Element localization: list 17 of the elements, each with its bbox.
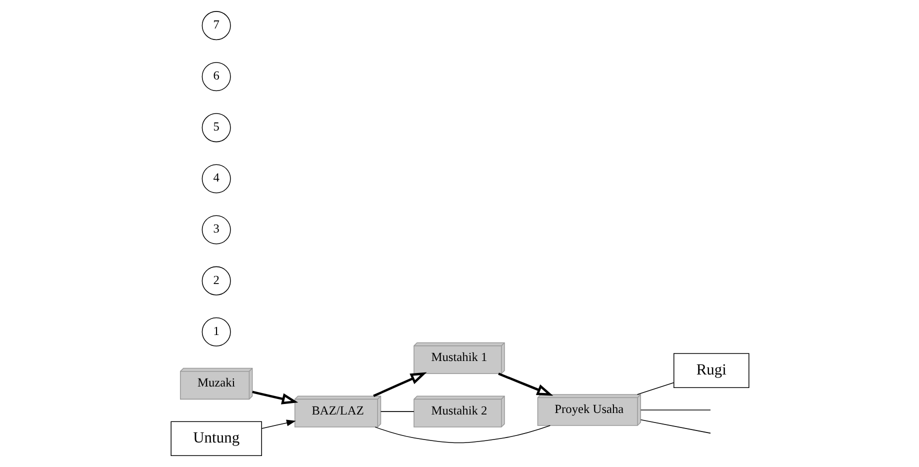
- node-circle: 4: [201, 164, 230, 194]
- arrow: [498, 372, 553, 396]
- node-circle: 3: [201, 215, 230, 244]
- arrow: [372, 372, 426, 398]
- arrow: [260, 420, 296, 429]
- node-circle: 2: [201, 266, 230, 296]
- connector: [380, 411, 414, 412]
- node-circle: 7: [201, 11, 230, 40]
- connector: [640, 419, 710, 434]
- node-box: Rugi: [672, 353, 749, 388]
- node-circle: 6: [201, 62, 230, 92]
- node-box: Untung: [170, 421, 262, 456]
- connector: [636, 382, 674, 395]
- arrow: [252, 390, 298, 404]
- node-circle: 1: [201, 317, 230, 346]
- connector: [374, 425, 550, 444]
- node-circle: 5: [201, 113, 230, 142]
